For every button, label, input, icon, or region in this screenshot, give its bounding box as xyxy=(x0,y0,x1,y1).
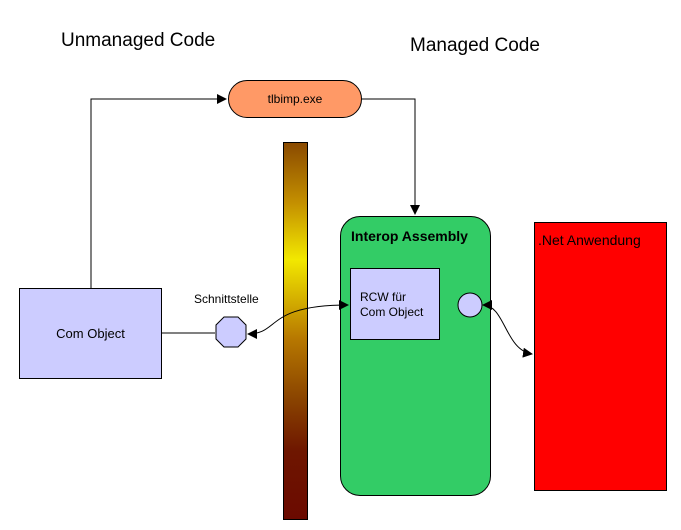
net-application-box: .Net Anwendung xyxy=(534,222,667,491)
managed-code-title: Managed Code xyxy=(410,35,540,56)
rcw-interface-node xyxy=(457,292,483,318)
unmanaged-code-title: Unmanaged Code xyxy=(61,30,216,51)
rcw-label-line1: RCW für xyxy=(360,290,406,304)
rcw-label-line2: Com Object xyxy=(360,305,424,319)
com-object-box: Com Object xyxy=(19,288,162,379)
interface-rcw-connector xyxy=(247,300,349,339)
interface-label: Schnittstelle xyxy=(194,292,259,306)
rcw-box: RCW für Com Object xyxy=(350,268,440,340)
com-object-label: Com Object xyxy=(56,326,125,341)
tlbimp-tool-node: tlbimp.exe xyxy=(228,80,362,118)
tlbimp-tool-label: tlbimp.exe xyxy=(267,92,323,106)
interop-assembly-container: Interop Assembly xyxy=(340,216,491,496)
rcw-netapp-connector xyxy=(482,300,533,358)
com-to-tlbimp-connector xyxy=(90,94,227,288)
interface-node xyxy=(215,316,247,348)
net-application-title: .Net Anwendung xyxy=(538,232,641,248)
interop-assembly-title: Interop Assembly xyxy=(351,228,468,244)
tlbimp-to-interop-connector xyxy=(362,98,420,215)
